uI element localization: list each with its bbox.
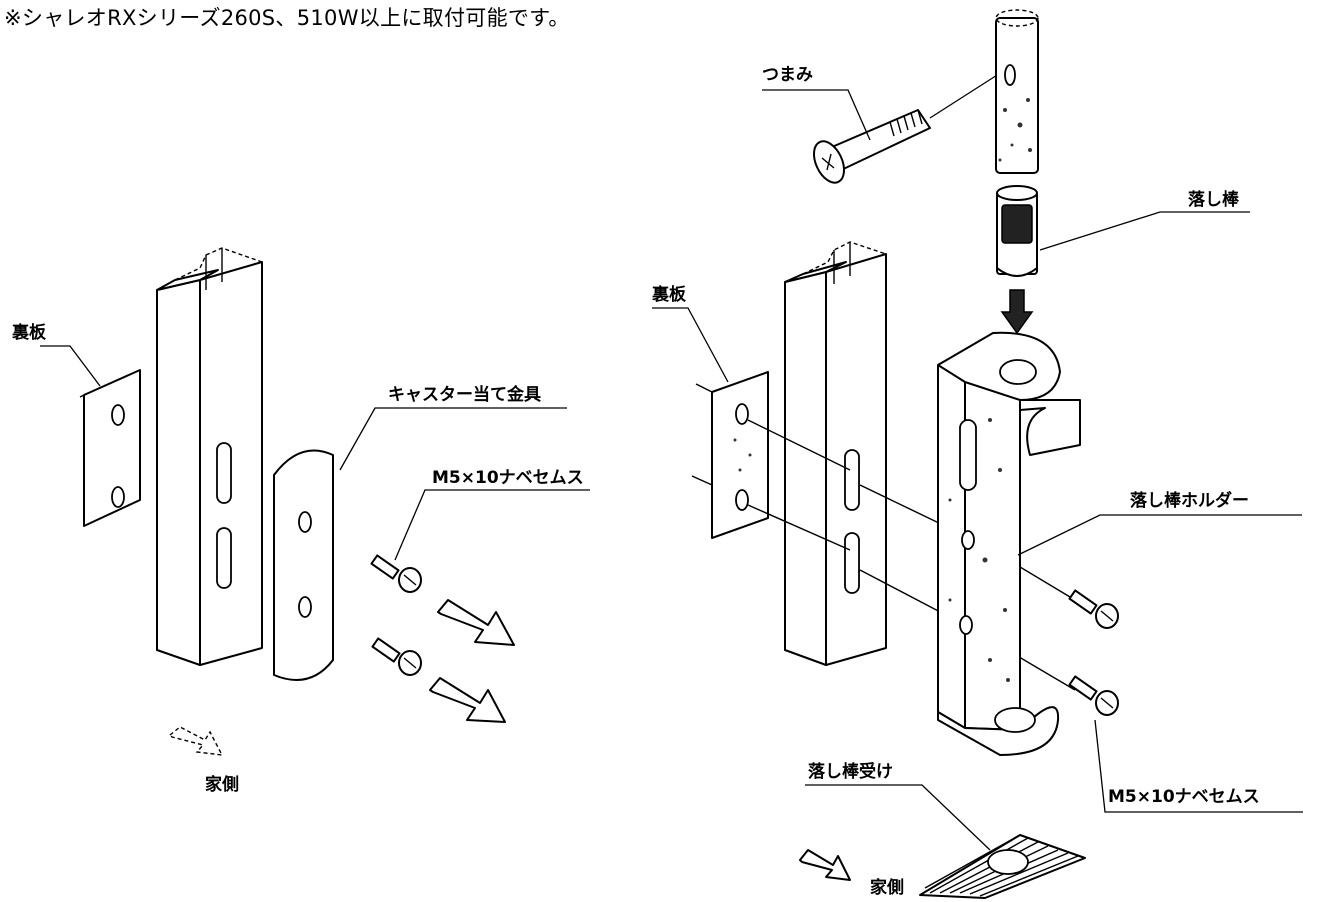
holder-label: 落し棒ホルダー <box>1130 490 1249 511</box>
left-back-plate-label: 裏板 <box>11 322 47 343</box>
drop-rod-label: 落し棒 <box>1188 189 1240 210</box>
right-screw-label: M5×10ナベセムス <box>1108 787 1260 807</box>
right-upright-post <box>784 241 887 666</box>
drop-rod-upper <box>995 9 1039 174</box>
right-house-side-arrow <box>799 849 851 881</box>
right-screw-upper <box>1068 589 1119 629</box>
left-assembly: 裏板 キャスター当て金具 <box>11 247 590 795</box>
drop-rod-holder <box>937 331 1081 756</box>
installation-note: ※シャレオRXシリーズ260S、510W以上に取付可能です。 <box>4 6 570 30</box>
receiver-label: 落し棒受け <box>808 761 893 782</box>
drop-rod <box>996 185 1038 277</box>
left-direction-arrow-lower <box>429 677 506 723</box>
left-back-plate <box>79 369 141 527</box>
caster-stopper-label: キャスター当て金具 <box>388 384 541 405</box>
caster-stopper-bracket <box>273 449 334 681</box>
insert-down-arrow <box>1000 289 1034 335</box>
left-direction-arrow-upper <box>437 599 515 646</box>
left-house-side-arrow <box>168 726 224 756</box>
left-upright-post <box>156 247 263 666</box>
right-house-side-label: 家側 <box>870 877 904 898</box>
right-assembly: つまみ 落し棒 <box>651 9 1303 899</box>
left-house-side-label: 家側 <box>205 774 239 795</box>
left-screw-label: M5×10ナベセムス <box>432 468 584 488</box>
drop-rod-receiver <box>919 834 1086 899</box>
left-screw-upper <box>370 554 422 593</box>
left-screw-lower <box>371 637 422 676</box>
knob-label: つまみ <box>762 65 813 85</box>
right-back-plate <box>691 371 769 539</box>
knob-screw <box>812 109 931 184</box>
right-back-plate-label: 裏板 <box>651 284 687 305</box>
right-screw-lower <box>1068 675 1119 716</box>
